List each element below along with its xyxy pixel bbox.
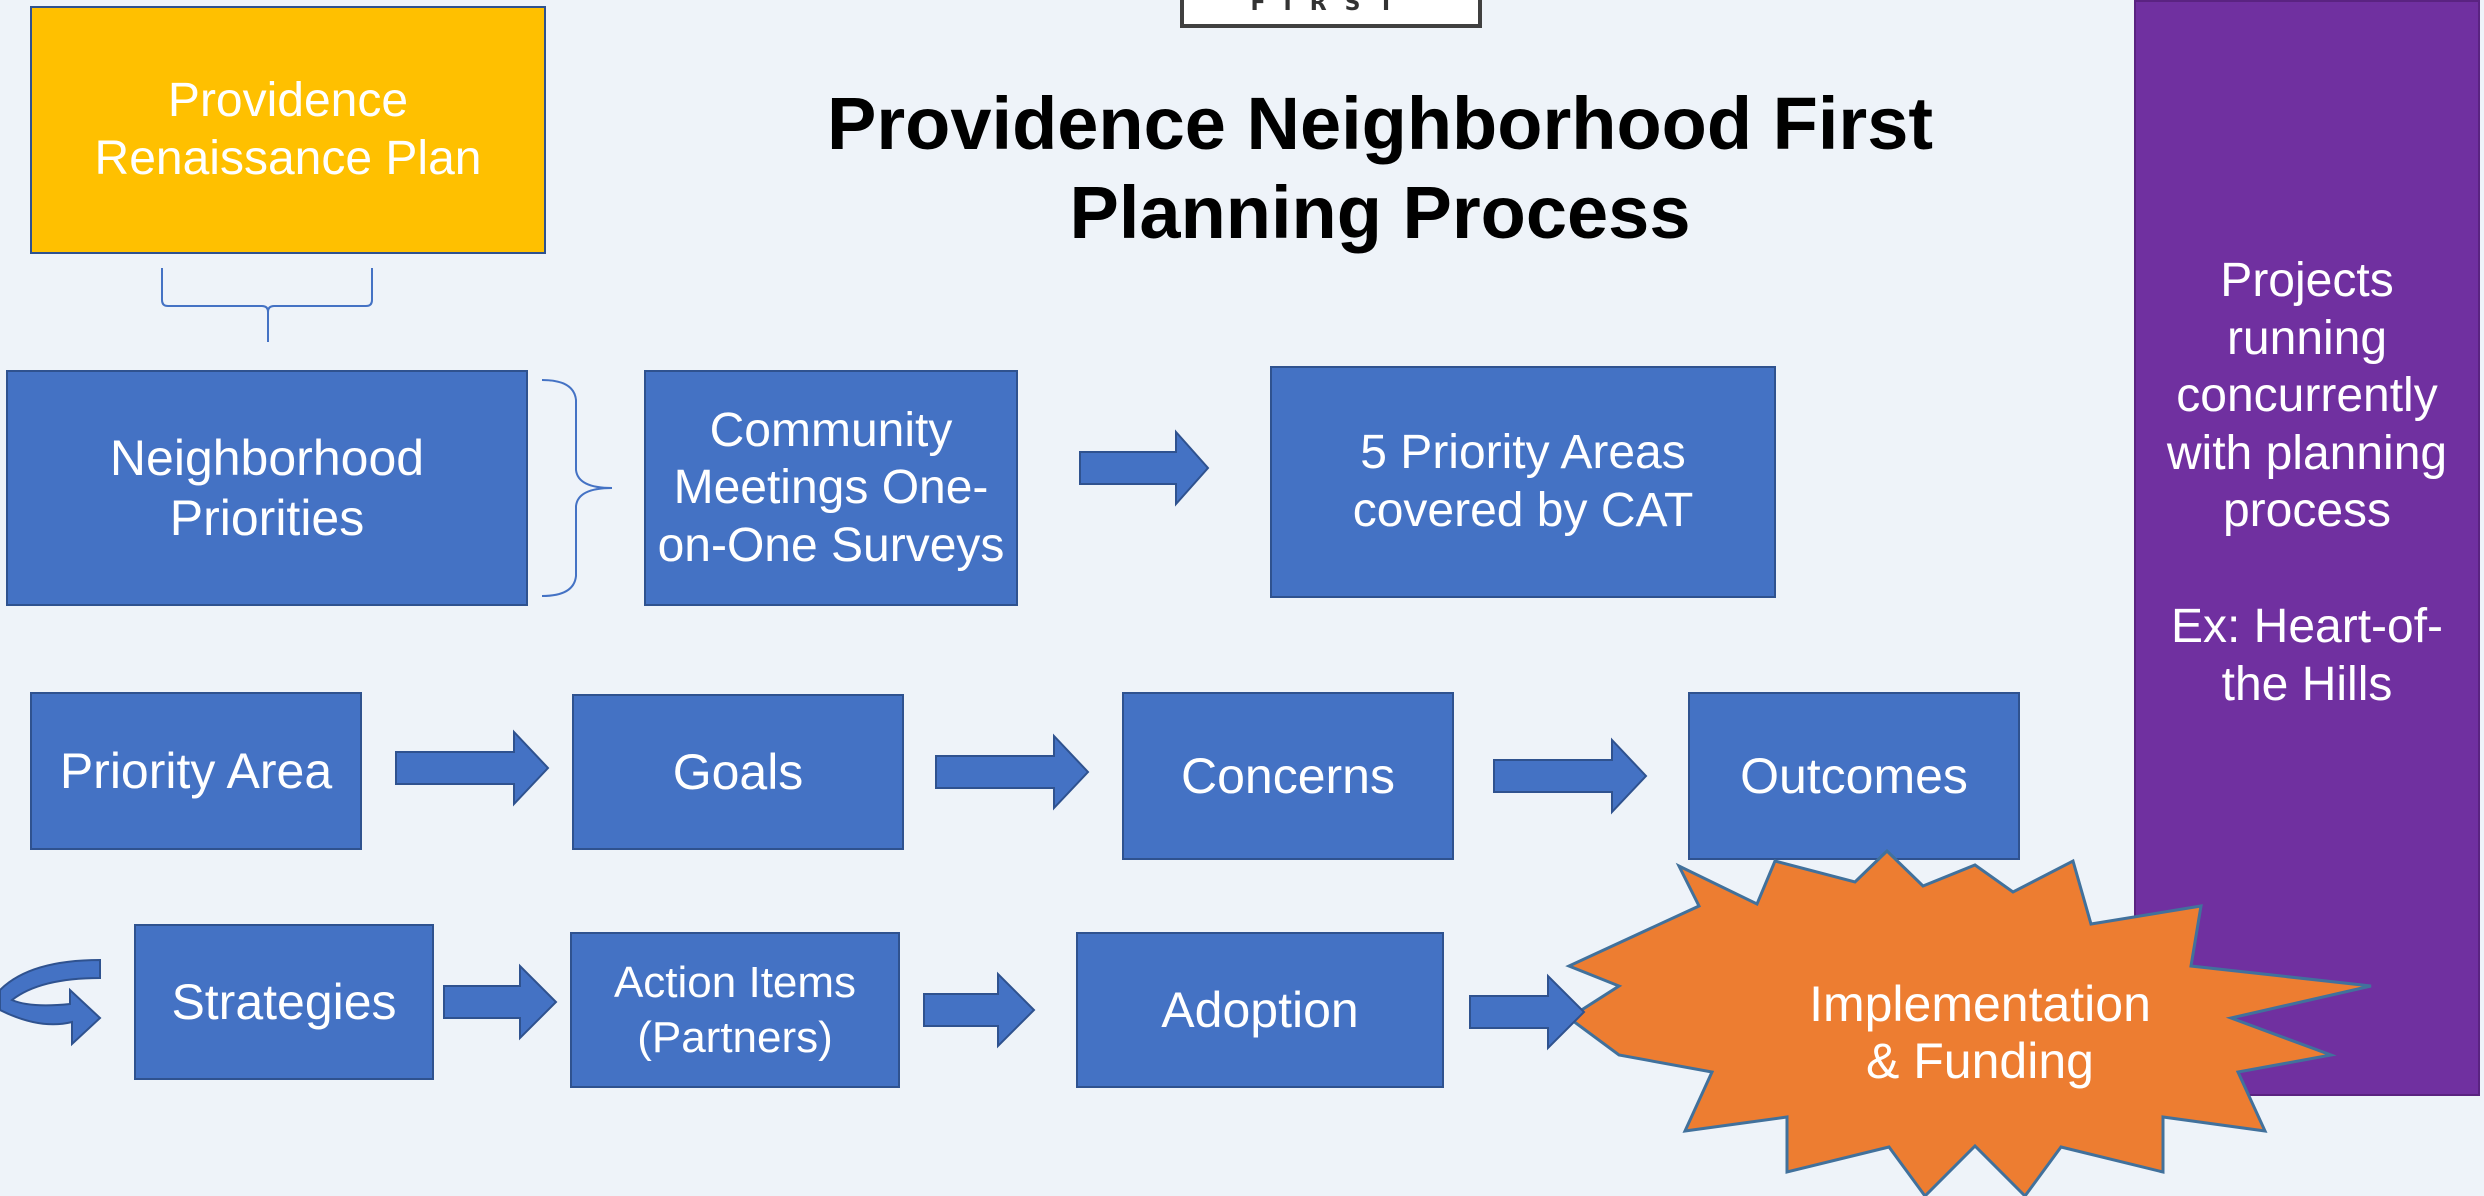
arrow-concerns-to-outcomes <box>1493 737 1648 815</box>
community-meetings-box: Community Meetings One-on-One Surveys <box>644 370 1018 606</box>
priority-areas-cat-box: 5 Priority Areas covered by CAT <box>1270 366 1776 598</box>
action-items-box: Action Items (Partners) <box>570 932 900 1088</box>
neighborhood-priorities-box: Neighborhood Priorities <box>6 370 528 606</box>
concerns-label: Concerns <box>1181 748 1395 804</box>
concurrent-projects-example: Ex: Heart-of-the Hills <box>2170 599 2444 711</box>
priority-areas-cat-label: 5 Priority Areas covered by CAT <box>1352 426 1694 537</box>
goals-label: Goals <box>672 744 804 800</box>
goals-box: Goals <box>572 694 904 850</box>
arrow-strategies-to-actions <box>443 963 558 1041</box>
priority-area-label: Priority Area <box>59 743 333 799</box>
arrow-adoption-to-implementation <box>1469 973 1586 1051</box>
strategies-box: Strategies <box>134 924 434 1080</box>
arrow-actions-to-adoption <box>923 971 1036 1049</box>
neighborhood-priorities-label: Neighborhood Priorities <box>109 430 425 546</box>
loop-arrow <box>0 958 102 1047</box>
page-title: Providence Neighborhood First Planning P… <box>720 80 2040 258</box>
renaissance-brace <box>161 268 373 342</box>
outcomes-box: Outcomes <box>1688 692 2020 860</box>
concurrent-projects-text: Projects running concurrently with plann… <box>2166 254 2448 538</box>
outcomes-label: Outcomes <box>1740 748 1968 804</box>
arrow-meetings-to-areas <box>1079 429 1210 507</box>
adoption-box: Adoption <box>1076 932 1444 1088</box>
concerns-box: Concerns <box>1122 692 1454 860</box>
renaissance-plan-box: Providence Renaissance Plan <box>30 6 546 254</box>
action-items-label: Action Items <box>613 958 857 1007</box>
priorities-bracket <box>541 379 613 597</box>
funding-label: & Funding <box>1866 1033 2094 1089</box>
action-items-partners-label: (Partners) <box>637 1013 833 1062</box>
implementation-label: Implementation <box>1809 975 2151 1032</box>
arrow-goals-to-concerns <box>935 733 1090 811</box>
implementation-burst <box>1565 848 2372 1196</box>
renaissance-plan-label: Providence Renaissance Plan <box>94 74 482 185</box>
first-logo: FIRST <box>1180 0 1482 28</box>
priority-area-box: Priority Area <box>30 692 362 850</box>
title-line-2: Planning Process <box>1069 170 1691 254</box>
implementation-funding-label: Implementation & Funding <box>1700 968 2260 1098</box>
adoption-label: Adoption <box>1161 982 1359 1038</box>
arrow-priority-to-goals <box>395 729 550 807</box>
community-meetings-label: Community Meetings One-on-One Surveys <box>657 403 1005 572</box>
title-line-1: Providence Neighborhood First <box>827 82 1933 165</box>
strategies-label: Strategies <box>171 974 397 1030</box>
